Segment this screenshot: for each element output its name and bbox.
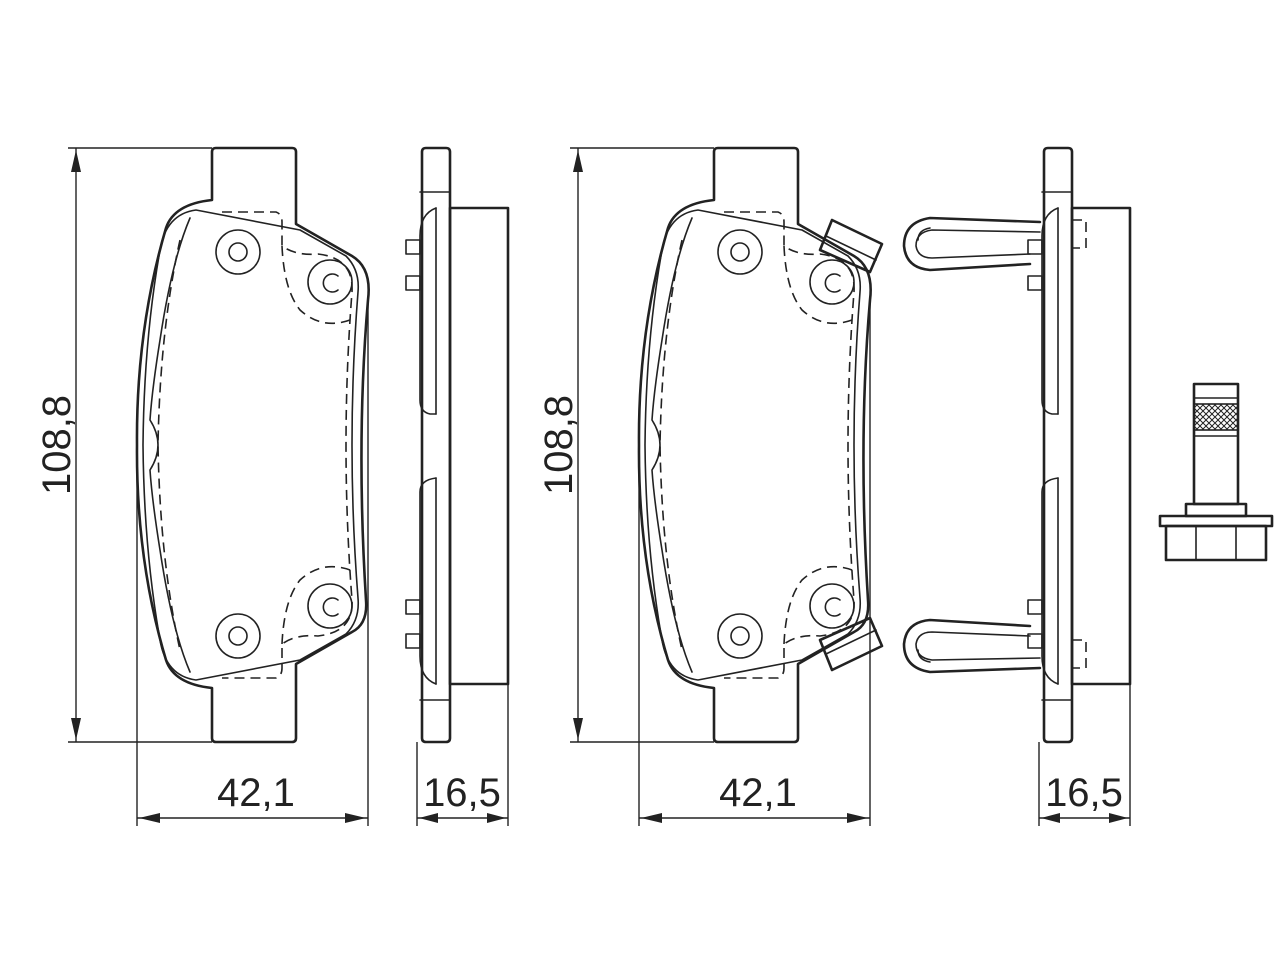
thickness-label-1: 16,5	[423, 771, 501, 815]
pad-side-view-2	[1026, 146, 1132, 744]
width-dimension-1	[136, 300, 369, 826]
height-label-2: 108,8	[537, 395, 581, 495]
hidden-bolt-outline	[1071, 219, 1087, 669]
thickness-dimension-2	[1038, 684, 1131, 826]
height-label-1: 108,8	[35, 395, 79, 495]
wear-indicator-clip-bottom	[818, 616, 884, 672]
height-dimension-1	[68, 147, 212, 743]
width-label-2: 42,1	[719, 771, 797, 815]
width-dimension-2	[638, 300, 871, 826]
guide-bolt	[1158, 382, 1274, 562]
wear-indicator-clip-top	[818, 218, 884, 274]
thickness-label-2: 16,5	[1045, 771, 1123, 815]
spring-clip-bottom	[902, 618, 1042, 674]
height-dimension-2	[570, 147, 714, 743]
thickness-dimension-1	[416, 684, 509, 826]
width-label-1: 42,1	[217, 771, 295, 815]
pad-front-view-2	[637, 146, 872, 744]
pad-front-view-1	[135, 146, 370, 744]
spring-clip-top	[902, 216, 1042, 272]
pad-side-view-1	[404, 146, 510, 744]
